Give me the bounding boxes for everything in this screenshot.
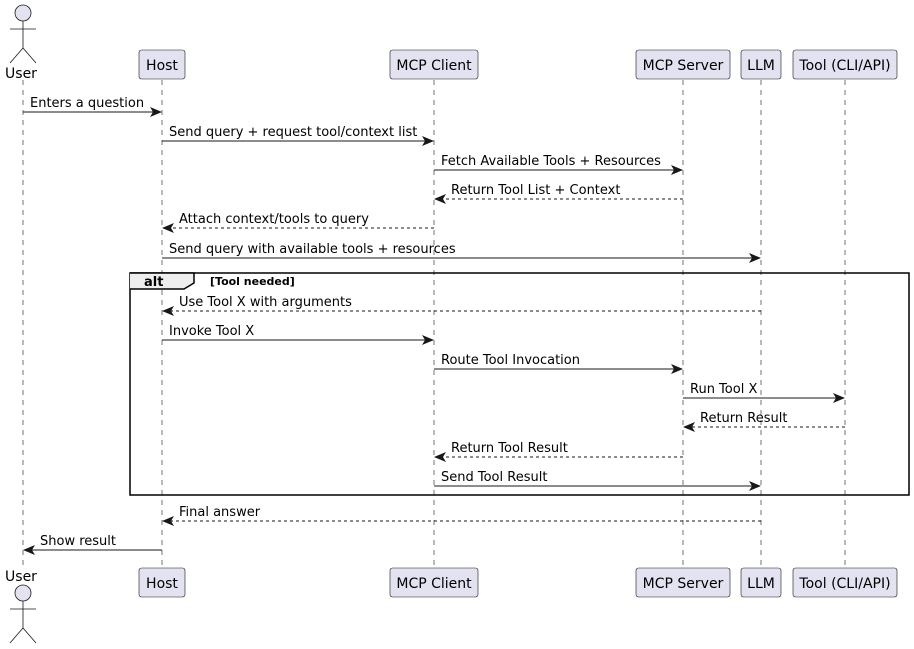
message-3: Fetch Available Tools + Resources (434, 154, 683, 175)
message-1: Enters a question (23, 96, 162, 117)
message-label: Enters a question (30, 96, 144, 111)
participant-box (138, 567, 186, 598)
participant-box (138, 49, 186, 80)
participant-label: LLM (747, 58, 775, 74)
participant-server-bottom: MCP Server (635, 567, 731, 598)
participant-box (389, 567, 479, 598)
message-label: Route Tool Invocation (441, 353, 580, 368)
message-13: Send Tool Result (434, 470, 761, 491)
participant-label: MCP Client (396, 58, 472, 74)
message-7: Use Tool X with arguments (162, 295, 761, 316)
participant-box (389, 49, 479, 80)
message-label: Send query with available tools + resour… (169, 242, 456, 257)
alt-keyword: alt (144, 275, 163, 290)
actor-icon (9, 4, 37, 64)
participant-label: MCP Server (643, 576, 724, 592)
message-14: Final answer (162, 505, 761, 526)
message-15: Show result (23, 534, 162, 555)
message-4: Return Tool List + Context (434, 183, 683, 204)
message-9: Route Tool Invocation (434, 353, 683, 374)
message-label: Invoke Tool X (169, 324, 254, 339)
message-11: Return Result (683, 411, 845, 432)
participant-user-bottom: User (5, 569, 37, 644)
participant-host-top: Host (138, 49, 186, 80)
participant-llm-bottom: LLM (740, 567, 782, 598)
message-label: Send Tool Result (441, 470, 547, 485)
message-label: Attach context/tools to query (179, 212, 369, 227)
alt-fragment: alt [Tool needed] (129, 272, 910, 496)
message-label: Return Tool List + Context (451, 183, 620, 198)
participant-client-bottom: MCP Client (389, 567, 479, 598)
participant-user-top: User (5, 4, 37, 82)
message-label: Fetch Available Tools + Resources (441, 154, 661, 169)
message-label: Return Tool Result (451, 441, 568, 456)
participant-box (635, 567, 731, 598)
message-12: Return Tool Result (434, 441, 683, 462)
participant-tool-bottom: Tool (CLI/API) (792, 567, 898, 598)
message-label: Final answer (179, 505, 261, 520)
message-5: Attach context/tools to query (162, 212, 434, 233)
participant-client-top: MCP Client (389, 49, 479, 80)
alt-guard: [Tool needed] (210, 275, 295, 288)
participant-label: MCP Client (396, 576, 472, 592)
participant-box (740, 567, 782, 598)
participant-server-top: MCP Server (635, 49, 731, 80)
message-10: Run Tool X (683, 382, 845, 403)
participant-label: Tool (CLI/API) (798, 58, 890, 74)
participant-label: MCP Server (643, 58, 724, 74)
message-2: Send query + request tool/context list (162, 125, 434, 146)
participant-box (792, 49, 898, 80)
participant-label: Tool (CLI/API) (798, 576, 890, 592)
lifelines (22, 80, 846, 568)
participant-label: User (5, 66, 37, 82)
fragments: alt [Tool needed] (129, 272, 910, 496)
participant-host-bottom: Host (138, 567, 186, 598)
message-label: Use Tool X with arguments (179, 295, 352, 310)
participant-box (740, 49, 782, 80)
message-6: Send query with available tools + resour… (162, 242, 761, 263)
message-label: Return Result (700, 411, 787, 426)
participant-label: LLM (747, 576, 775, 592)
message-label: Show result (40, 534, 116, 549)
actor-icon (9, 584, 37, 644)
participant-label: Host (146, 58, 178, 74)
participant-box (792, 567, 898, 598)
participant-box (635, 49, 731, 80)
message-8: Invoke Tool X (162, 324, 434, 345)
participant-label: User (5, 569, 37, 585)
participant-llm-top: LLM (740, 49, 782, 80)
participant-label: Host (146, 576, 178, 592)
message-label: Run Tool X (690, 382, 757, 397)
participant-tool-top: Tool (CLI/API) (792, 49, 898, 80)
message-label: Send query + request tool/context list (169, 125, 417, 140)
